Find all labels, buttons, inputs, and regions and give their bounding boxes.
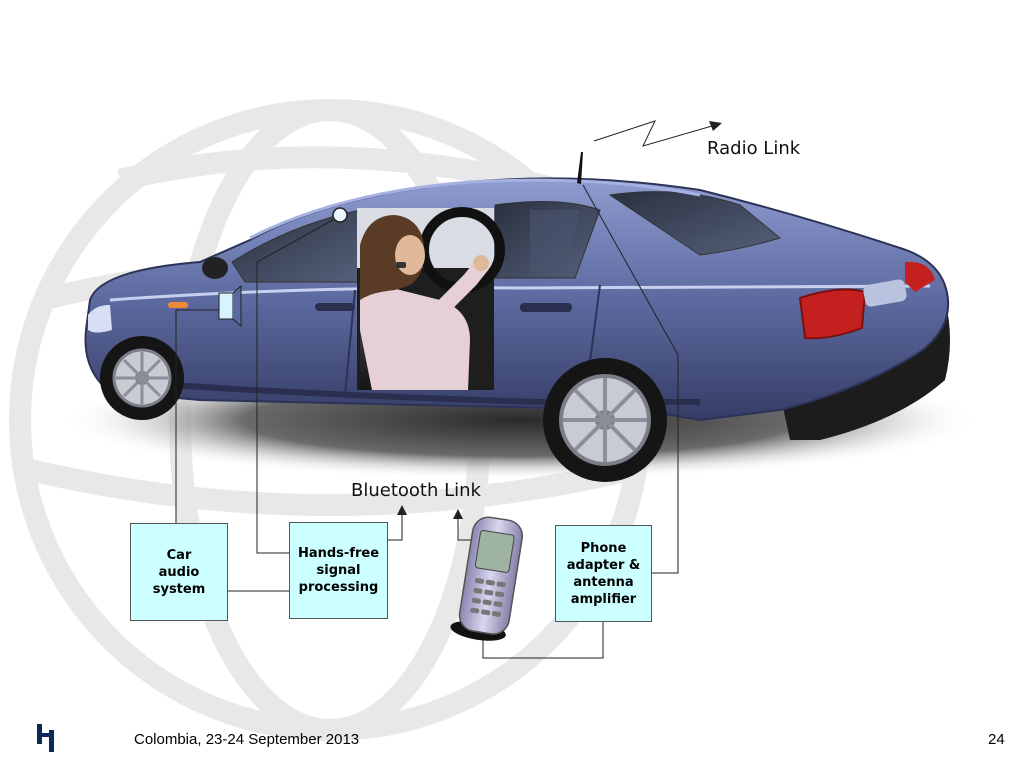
- driver-photo: [357, 207, 505, 390]
- car-audio-system-box: Car audio system: [130, 523, 228, 621]
- connection-lines: [175, 120, 713, 659]
- bluetooth-link-label: Bluetooth Link: [351, 480, 481, 501]
- front-wheel: [100, 336, 184, 420]
- microphone-icon: [332, 207, 348, 223]
- mobile-phone: [450, 516, 524, 641]
- radio-link-label: Radio Link: [707, 138, 801, 159]
- speaker-icon: [218, 284, 242, 328]
- hands-free-processing-box: Hands-free signal processing: [289, 522, 388, 619]
- arrow-heads: [397, 121, 722, 519]
- page-number: 24: [988, 731, 1005, 748]
- phone-adapter-box: Phone adapter & antenna amplifier: [555, 525, 652, 622]
- arrow-up-icon: [453, 509, 463, 519]
- itu-logo-icon: [37, 724, 54, 752]
- rear-wheel: [543, 358, 667, 482]
- antenna-icon: [577, 152, 583, 184]
- car-illustration: [84, 152, 950, 482]
- arrow-right-icon: [709, 121, 722, 131]
- arrow-up-icon: [397, 505, 407, 515]
- footer-location-date: Colombia, 23-24 September 2013: [134, 731, 360, 748]
